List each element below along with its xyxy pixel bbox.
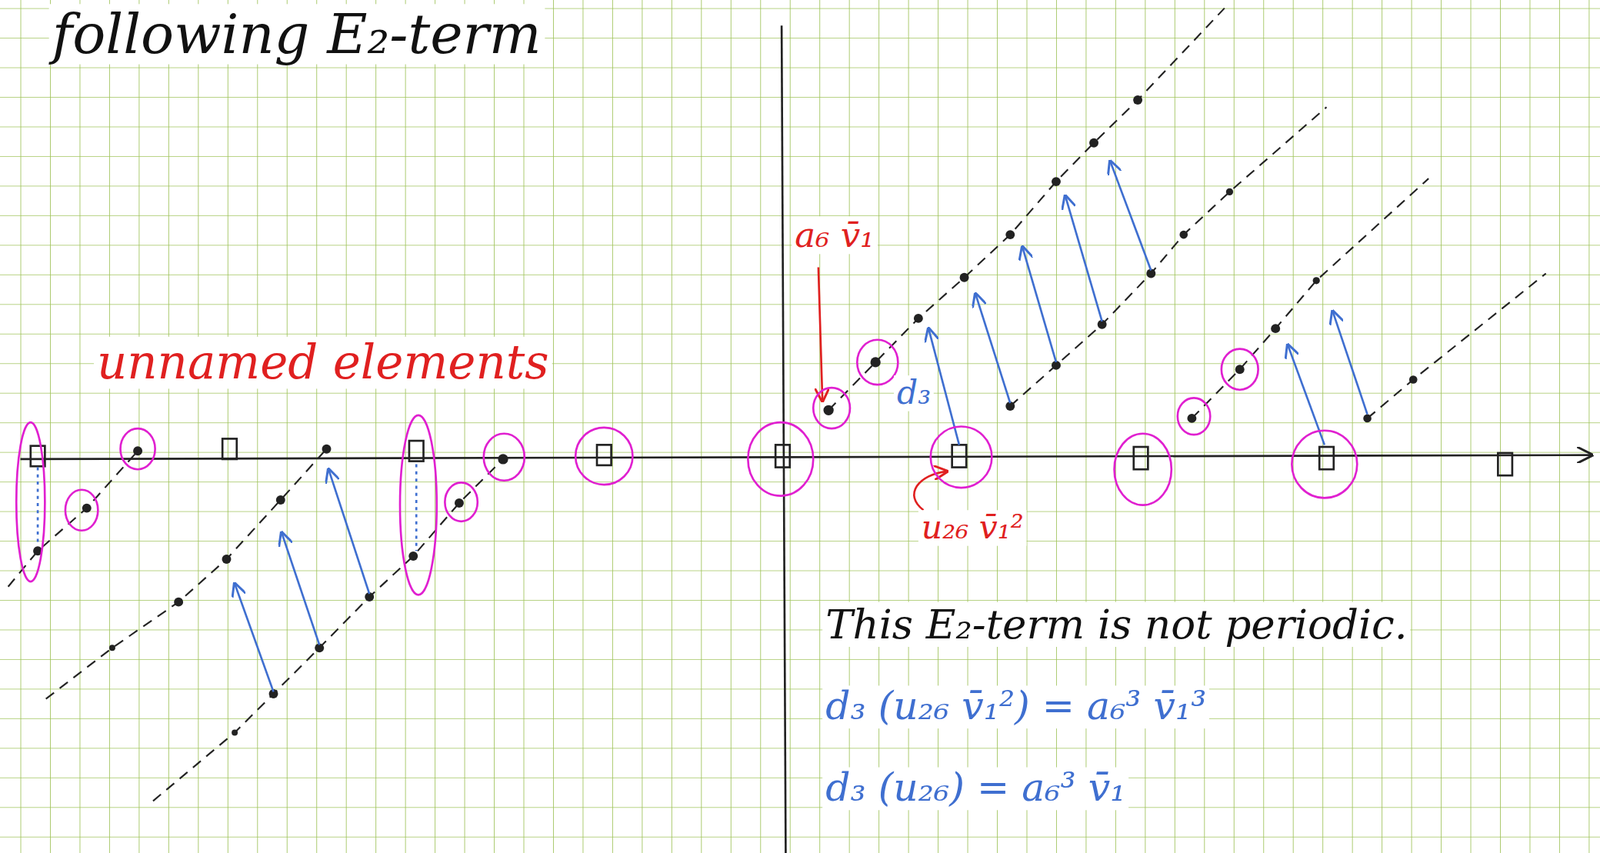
formula-text: d₃ (u₂₆) = a₆³ v̄₁ <box>822 767 1129 810</box>
annotation-note: unnamed elements <box>93 336 553 389</box>
element-label: a₆ v̄₁ <box>791 216 877 255</box>
remark-text: This E₂-term is not periodic. <box>822 602 1410 647</box>
element-label: u₂₆ v̄₁² <box>918 510 1027 547</box>
formula-text: d₃ (u₂₆ v̄₁²) = a₆³ v̄₁³ <box>822 685 1210 728</box>
differential-label: d₃ <box>893 375 934 412</box>
page-heading: following E₂-term <box>49 3 545 65</box>
